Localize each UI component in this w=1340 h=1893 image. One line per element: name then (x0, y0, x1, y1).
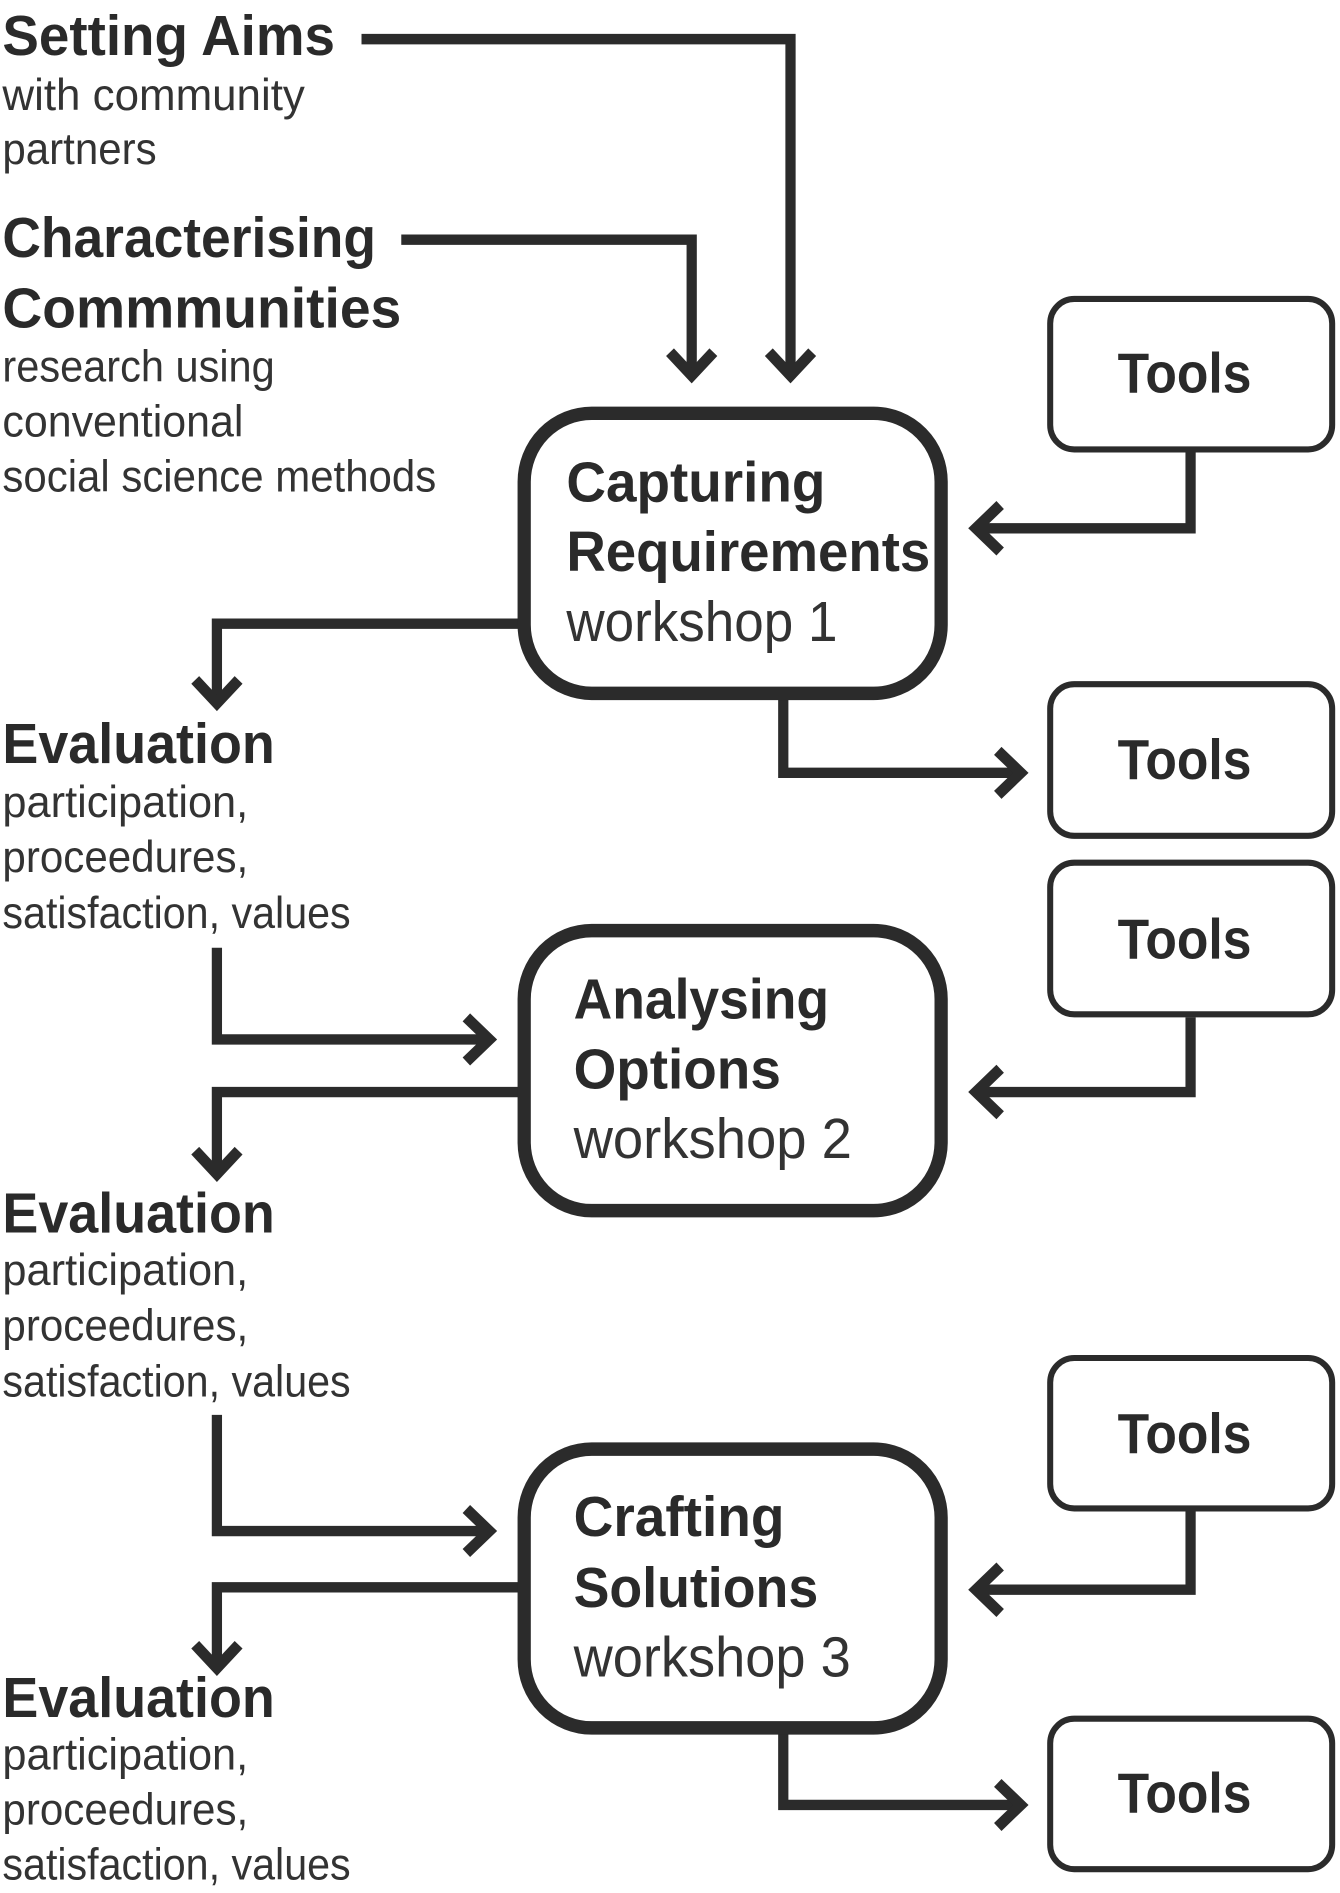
arrow-characterising-to-capturing (401, 234, 718, 384)
evaluation-2-line-1: participation, (2, 1246, 248, 1295)
tools-box-2: Tools (1047, 681, 1336, 839)
tools-4-label: Tools (1118, 1401, 1252, 1464)
setting-aims-line-1: with community (1, 71, 305, 120)
arrow-line (211, 1582, 521, 1664)
tools-5-label: Tools (1118, 1761, 1252, 1824)
evaluation-3-title: Evaluation (2, 1666, 274, 1729)
evaluation-3-line-2: proceedures, (2, 1785, 248, 1834)
workshop-2-title-line-1: Analysing (574, 967, 829, 1030)
workshop-2-subtitle: workshop 2 (573, 1107, 852, 1170)
evaluation-3-line-3: satisfaction, values (2, 1840, 350, 1889)
arrow-line (211, 1086, 521, 1170)
arrowhead-down (191, 676, 243, 712)
workshop-3-frame (517, 1442, 948, 1735)
arrowhead-right (994, 746, 1029, 799)
workshop-2-frame (517, 923, 948, 1218)
tools-box-1: Tools (1047, 295, 1336, 453)
arrowhead-down (764, 348, 817, 384)
evaluation-3-node: Evaluation participation, proceedures, s… (2, 1666, 350, 1890)
arrow-line (778, 1731, 1016, 1811)
arrow-tools-3-to-analysing (968, 1017, 1196, 1120)
tools-5-frame (1047, 1715, 1336, 1873)
characterising-title-line-2: Commmunities (2, 276, 401, 339)
evaluation-3-line-1: participation, (2, 1730, 248, 1779)
arrow-evaluation-1-to-analysing (211, 947, 498, 1066)
tools-2-label: Tools (1118, 728, 1252, 791)
tools-box-4: Tools (1047, 1354, 1336, 1512)
workshop-1-subtitle: workshop 1 (565, 589, 837, 652)
arrow-setting-aims-to-capturing (361, 33, 817, 384)
arrow-line (211, 618, 521, 699)
arrowhead-left (968, 501, 1004, 556)
workshop-3-subtitle: workshop 3 (573, 1625, 851, 1688)
evaluation-1-line-2: proceedures, (2, 833, 248, 882)
arrow-line (401, 234, 697, 371)
workshop-2-box: Analysing Options workshop 2 (517, 923, 948, 1218)
evaluation-2-line-2: proceedures, (2, 1301, 248, 1350)
tools-box-3: Tools (1047, 859, 1336, 1018)
arrowhead-down (191, 1146, 243, 1182)
tools-1-label: Tools (1118, 341, 1252, 404)
workshop-1-title-line-1: Capturing (566, 450, 825, 513)
arrow-crafting-to-evaluation-3 (191, 1582, 521, 1676)
characterising-line-2: conventional (2, 397, 243, 446)
tools-1-frame (1047, 295, 1336, 453)
arrow-capturing-to-tools-2 (778, 697, 1029, 799)
characterising-line-1: research using (2, 342, 274, 391)
setting-aims-line-2: partners (2, 125, 156, 174)
arrow-line (361, 33, 796, 371)
arrow-crafting-to-tools-5 (778, 1731, 1029, 1831)
arrowhead-right (994, 1778, 1029, 1831)
arrowhead-left (968, 1064, 1004, 1120)
arrow-line (211, 1414, 485, 1537)
arrow-line (211, 947, 485, 1045)
arrow-line (778, 697, 1016, 779)
arrow-analysing-to-evaluation-2 (191, 1086, 521, 1182)
arrow-tools-4-to-crafting (968, 1511, 1196, 1617)
workshop-3-box: Crafting Solutions workshop 3 (517, 1442, 948, 1735)
evaluation-1-line-1: participation, (2, 778, 248, 827)
arrow-evaluation-2-to-crafting (211, 1414, 498, 1558)
evaluation-1-node: Evaluation participation, proceedures, s… (2, 712, 350, 939)
evaluation-1-title: Evaluation (2, 712, 274, 775)
arrowhead-down (666, 348, 718, 384)
evaluation-1-line-3: satisfaction, values (2, 889, 350, 938)
arrow-line (980, 1017, 1196, 1098)
workshop-1-box: Capturing Requirements workshop 1 (517, 406, 948, 701)
evaluation-2-node: Evaluation participation, proceedures, s… (2, 1181, 350, 1406)
workshop-1-frame (517, 406, 948, 701)
arrow-line (980, 1511, 1196, 1595)
arrow-tools-1-to-capturing (968, 452, 1196, 556)
tools-3-frame (1047, 859, 1336, 1018)
evaluation-2-line-3: satisfaction, values (2, 1357, 350, 1406)
characterising-node: Characterising Commmunities research usi… (2, 205, 436, 501)
arrow-line (980, 452, 1196, 534)
workshop-2-title-line-2: Options (574, 1037, 781, 1100)
arrowhead-right (462, 1505, 498, 1558)
tools-3-label: Tools (1118, 907, 1252, 970)
workshop-3-title-line-1: Crafting (574, 1485, 785, 1548)
setting-aims-node: Setting Aims with community partners (1, 4, 335, 174)
evaluation-2-title: Evaluation (2, 1181, 274, 1244)
tools-4-frame (1047, 1354, 1336, 1512)
characterising-line-3: social science methods (2, 452, 436, 501)
tools-2-frame (1047, 681, 1336, 839)
arrow-capturing-to-evaluation-1 (191, 618, 521, 712)
arrowhead-down (191, 1640, 243, 1676)
arrowhead-right (462, 1013, 498, 1066)
tools-box-5: Tools (1047, 1715, 1336, 1873)
setting-aims-title: Setting Aims (2, 4, 335, 67)
characterising-title-line-1: Characterising (2, 205, 376, 268)
workshop-1-title-line-2: Requirements (566, 520, 930, 583)
arrowhead-left (968, 1562, 1004, 1617)
workshop-3-title-line-2: Solutions (574, 1555, 819, 1618)
